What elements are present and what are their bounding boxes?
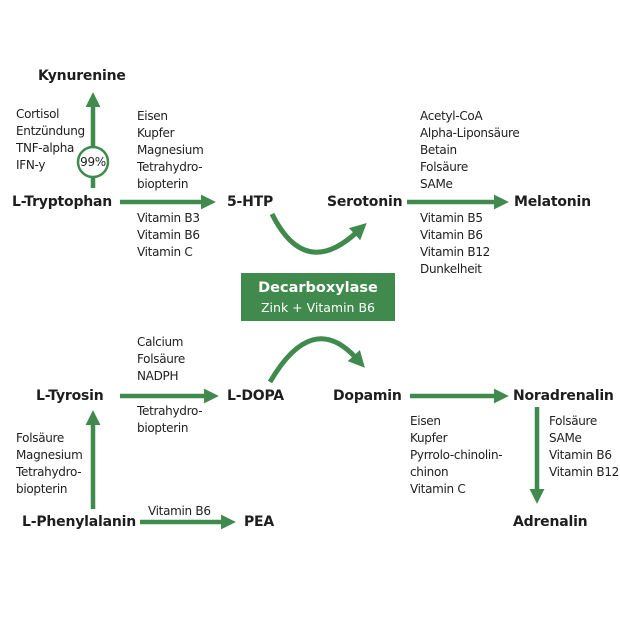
cofactor-item: Vitamin B12 (549, 465, 619, 479)
decarboxylase-title: Decarboxylase (258, 280, 378, 296)
node-noradrenalin: Noradrenalin (513, 388, 614, 404)
cofactor-item: NADPH (137, 369, 179, 383)
cofactor-item: Magnesium (137, 143, 204, 157)
cofactor-item: Vitamin B5 (420, 211, 483, 225)
cofactor-item: Betain (420, 143, 457, 157)
cofactor-item: biopterin (137, 421, 189, 435)
cofactor-item: Kupfer (410, 431, 448, 445)
list-pea-cofactors: Vitamin B6 (148, 503, 211, 520)
cofactor-item: Vitamin B3 (137, 211, 200, 225)
cofactor-item: SAMe (420, 177, 453, 191)
node-l-dopa: L-DOPA (227, 388, 284, 404)
cofactor-item: Pyrrolo-chinolin- (410, 448, 503, 462)
cofactor-item: Vitamin B6 (420, 228, 483, 242)
cofactor-item: Folsäure (16, 431, 65, 445)
cofactor-item: biopterin (137, 177, 189, 191)
cofactor-item: Eisen (137, 109, 168, 123)
node-pea: PEA (244, 514, 275, 530)
cofactor-item: IFN-y (16, 158, 46, 172)
node-5-htp: 5-HTP (227, 194, 274, 210)
cofactor-item: Tetrahydro- (137, 404, 203, 418)
cofactor-item: SAMe (549, 431, 582, 445)
node-adrenalin: Adrenalin (513, 514, 588, 530)
arrow-curve-ldopa-dopamin (267, 336, 365, 384)
cofactor-item: Vitamin B6 (549, 448, 612, 462)
cofactor-item: Dunkelheit (420, 262, 482, 276)
cofactor-item: TNF-alpha (16, 141, 75, 155)
cofactor-item: Vitamin C (410, 482, 466, 496)
cofactor-item: Vitamin B6 (148, 504, 211, 518)
arrow-curve-5htp-serotonin (269, 212, 367, 255)
cofactor-item: Alpha-Liponsäure (420, 126, 520, 140)
cofactor-item: Kupfer (137, 126, 175, 140)
cofactor-item: Vitamin C (137, 245, 193, 259)
cofactor-item: Acetyl-CoA (420, 109, 483, 123)
node-kynurenine: Kynurenine (38, 68, 126, 84)
node-l-phenylalanin: L-Phenylalanin (22, 514, 136, 530)
list-5htp-cofactors-below: Vitamin B3 Vitamin B6 Vitamin C (137, 210, 200, 261)
cofactor-item: Vitamin B12 (420, 245, 490, 259)
cofactor-item: Calcium (137, 335, 184, 349)
cofactor-item: Vitamin B6 (137, 228, 200, 242)
list-ldopa-cofactors-below: Tetrahydro-biopterin (137, 403, 203, 437)
cofactor-item: Folsäure (137, 352, 186, 366)
percentage-label: 99% (80, 155, 106, 169)
node-dopamin: Dopamin (333, 388, 402, 404)
cofactor-item: Folsäure (420, 160, 469, 174)
cofactor-item: Cortisol (16, 107, 60, 121)
cofactor-item: biopterin (16, 482, 68, 496)
cofactor-item: Tetrahydro- (137, 160, 203, 174)
percentage-circle (76, 145, 110, 179)
cofactor-item: Folsäure (549, 414, 598, 428)
node-l-tyrosin: L-Tyrosin (36, 388, 104, 404)
decarboxylase-subtitle: Zink + Vitamin B6 (260, 300, 375, 315)
cofactor-item: Tetrahydro- (16, 465, 82, 479)
cofactor-item: chinon (410, 465, 449, 479)
cofactor-item: Eisen (410, 414, 441, 428)
node-serotonin: Serotonin (327, 194, 403, 210)
node-melatonin: Melatonin (514, 194, 591, 210)
cofactor-item: Entzündung (16, 124, 85, 138)
node-l-tryptophan: L-Tryptophan (12, 194, 113, 210)
cofactor-item: Magnesium (16, 448, 83, 462)
decarboxylase-box: Decarboxylase Zink + Vitamin B6 (241, 273, 395, 321)
